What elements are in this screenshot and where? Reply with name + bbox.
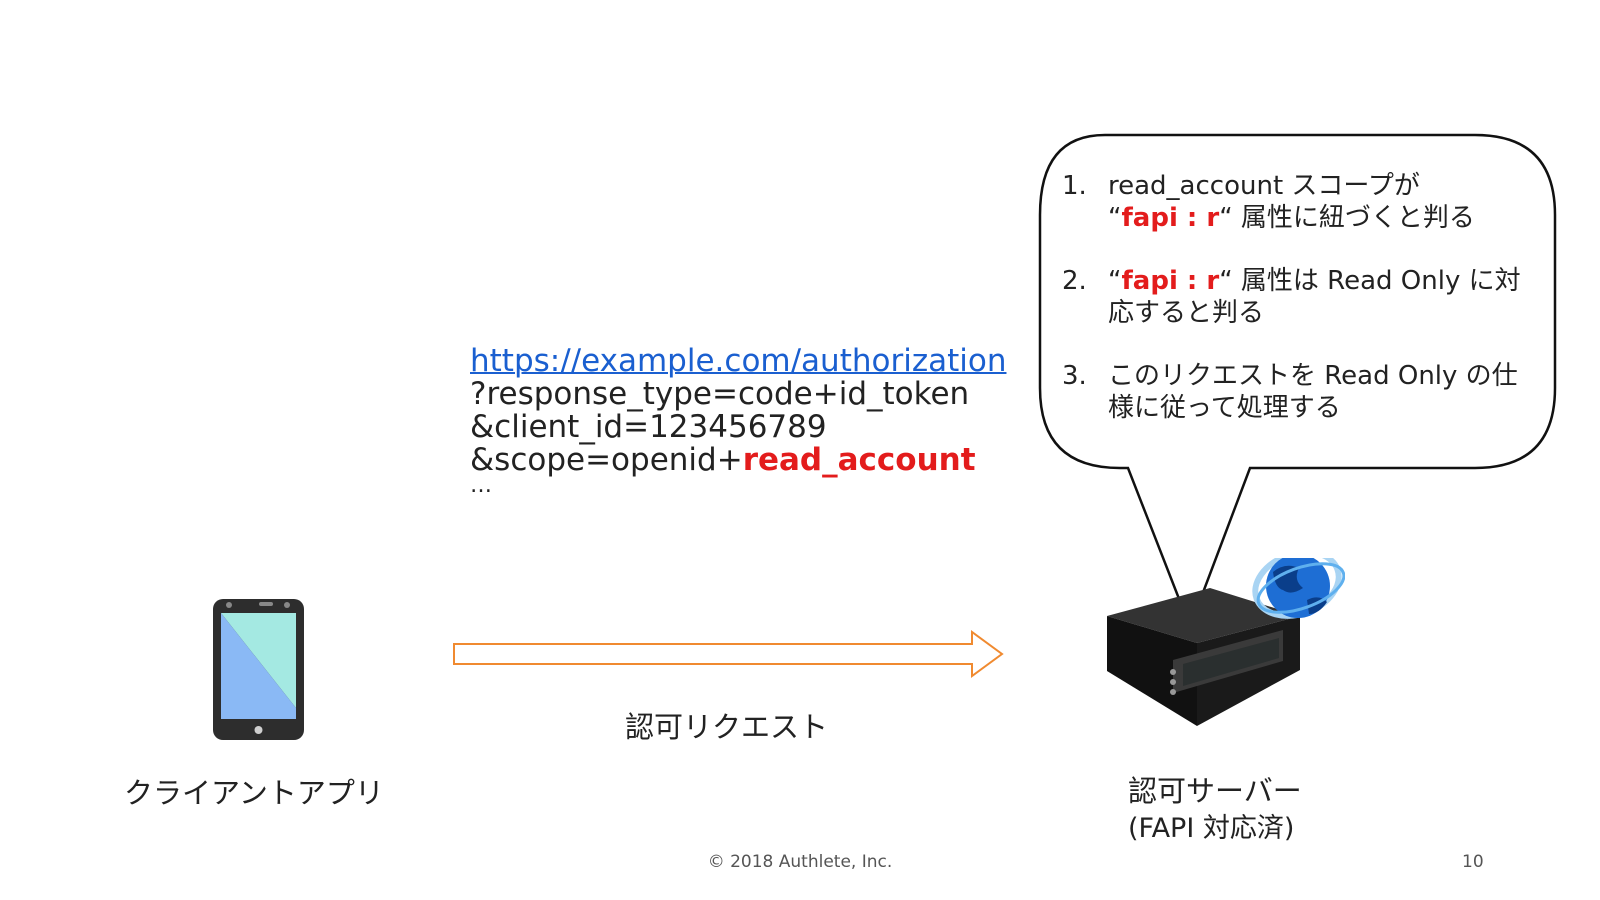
item-number: 1. <box>1062 171 1087 201</box>
arrow-label: 認可リクエスト <box>625 710 829 744</box>
request-arrow <box>453 630 1004 678</box>
item-rest: “ 属性は Read Only に対応すると判る <box>1108 266 1521 328</box>
bubble-item-1: 1. read_account スコープが “fapi : r“ 属性に紐づくと… <box>1062 170 1542 234</box>
request-param-client-id: &client_id=123456789 <box>470 409 827 445</box>
auth-server-fapi-note: (FAPI 対応済) <box>1128 813 1295 844</box>
auth-server-label: 認可サーバー <box>1128 774 1302 808</box>
globe-icon <box>1252 558 1345 619</box>
page-number: 10 <box>1462 852 1484 872</box>
bubble-list: 1. read_account スコープが “fapi : r“ 属性に紐づくと… <box>1062 170 1542 455</box>
request-param-scope: &scope=openid+read_account <box>470 444 1006 477</box>
item-rest: “ 属性に紐づくと判る <box>1219 203 1475 233</box>
ellipsis: … <box>470 473 492 498</box>
request-param-response-type: ?response_type=code+id_token <box>470 376 970 412</box>
client-app-label: クライアントアプリ <box>124 776 384 810</box>
footer-copyright: © 2018 Authlete, Inc. <box>707 852 893 872</box>
bubble-item-2: 2. “fapi : r“ 属性は Read Only に対応すると判る <box>1062 265 1542 329</box>
item-text-line1: read_account スコープが <box>1108 171 1420 201</box>
authorization-url-link[interactable]: https://example.com/authorization <box>470 343 1007 379</box>
server-icon <box>1107 558 1345 726</box>
item-text-line2: “fapi : r“ 属性に紐づくと判る <box>1108 202 1542 234</box>
quote: “ <box>1108 203 1122 233</box>
speech-bubble-outline <box>1038 133 1557 631</box>
arrow-shape <box>453 630 1004 678</box>
scope-read-account: read_account <box>742 442 976 478</box>
item-number: 3. <box>1062 361 1087 391</box>
item-text: このリクエストを Read Only の仕様に従って処理する <box>1108 361 1518 423</box>
item-number: 2. <box>1062 266 1087 296</box>
authorization-request-text: https://example.com/authorization ?respo… <box>470 343 1007 498</box>
bubble-item-3: 3. このリクエストを Read Only の仕様に従って処理する <box>1062 360 1542 424</box>
smartphone-icon <box>213 599 304 740</box>
fapi-attribute: fapi : r <box>1121 266 1220 296</box>
scope-prefix: &scope=openid+ <box>470 442 743 478</box>
fapi-attribute: fapi : r <box>1121 203 1220 233</box>
item-text: “fapi : r“ 属性は Read Only に対応すると判る <box>1108 265 1542 329</box>
quote: “ <box>1108 266 1122 296</box>
